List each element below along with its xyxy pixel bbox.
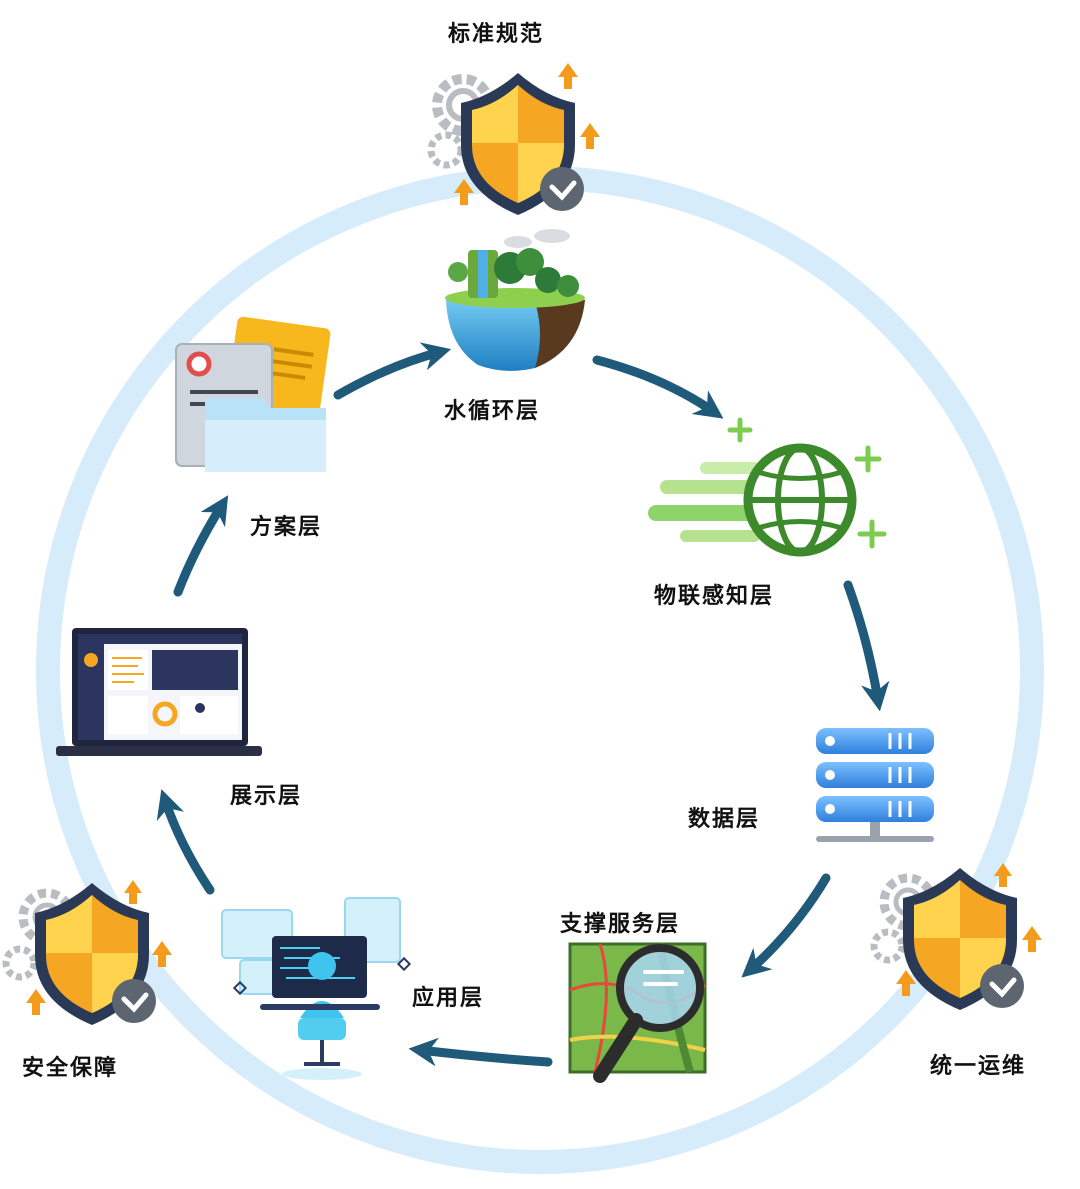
up-arrow-icon (896, 863, 1042, 996)
map-search-icon (568, 942, 707, 1083)
water-cycle-icon (445, 229, 585, 371)
check-badge-icon (980, 964, 1024, 1008)
up-arrow-icon (454, 63, 600, 205)
label-display-layer: 展示层 (230, 784, 303, 809)
label-support-service-layer: 支撑服务层 (560, 912, 681, 937)
gear-icon (2, 945, 38, 981)
arrow-display-to-plan (173, 495, 229, 597)
label-standards: 标准规范 (448, 22, 545, 47)
globe-icon (648, 417, 887, 557)
laptop-dashboard-icon (56, 628, 262, 756)
server-icon (816, 728, 934, 842)
arrow-iot-to-data (843, 580, 890, 712)
shield-icon-security (2, 880, 172, 1025)
label-data-layer: 数据层 (688, 807, 761, 832)
check-badge-icon (540, 167, 584, 211)
arrow-support-to-app (408, 1037, 553, 1067)
arrow-app-to-display (156, 789, 215, 895)
label-operations: 统一运维 (930, 1054, 1027, 1079)
label-iot-sensing-layer: 物联感知层 (654, 584, 775, 609)
developer-workstation-icon (221, 897, 412, 1080)
documents-folder-icon (175, 316, 331, 472)
label-plan-layer: 方案层 (250, 515, 323, 540)
check-badge-icon (112, 979, 156, 1023)
gear-icon (427, 131, 465, 169)
label-water-cycle-layer: 水循环层 (444, 399, 541, 424)
label-security: 安全保障 (22, 1056, 119, 1081)
plus-icon (727, 417, 887, 549)
arrow-water-to-iot (592, 355, 724, 419)
arrow-data-to-support (741, 873, 831, 978)
up-arrow-icon (26, 880, 172, 1015)
arrow-plan-to-water (333, 342, 452, 400)
label-application-layer: 应用层 (412, 986, 485, 1011)
gear-icon (870, 928, 906, 964)
shield-icon-operations (870, 863, 1042, 1010)
shield-icon-standards (427, 63, 600, 215)
